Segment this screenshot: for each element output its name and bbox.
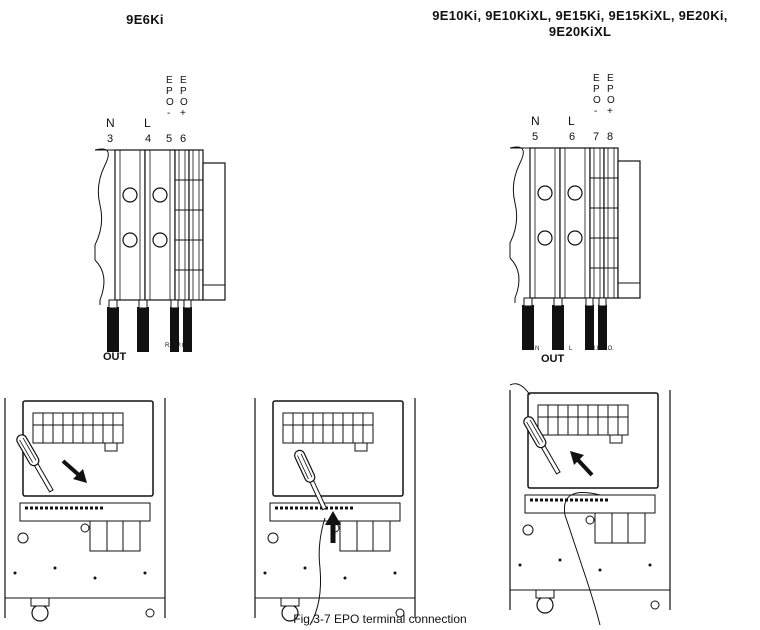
out-label: OUT xyxy=(103,351,127,363)
plug-label-l: L xyxy=(143,343,147,349)
terminal-number: 8 xyxy=(607,131,613,143)
terminal-number: 5 xyxy=(166,133,172,145)
terminal-number: 5 xyxy=(532,131,538,143)
arrow-icon xyxy=(570,451,594,477)
figure-caption: Fig.3-7 EPO terminal connection xyxy=(293,612,467,626)
terminal-letter: N xyxy=(106,116,115,130)
terminal-letter: L xyxy=(568,114,575,128)
terminal-number: 6 xyxy=(180,133,186,145)
out-label: OUT xyxy=(541,353,565,365)
plug-label-n: N xyxy=(110,343,114,349)
terminal-number: 3 xyxy=(107,133,113,145)
terminal-number: 6 xyxy=(569,131,575,143)
plug-label-l: L xyxy=(569,346,573,352)
plug-label-repo: R.E.P.O. xyxy=(165,343,188,349)
arrow-icon xyxy=(61,459,87,483)
model-title-right: 9E10Ki, 9E10KiXL, 9E15Ki, 9E15KiXL, 9E20… xyxy=(432,8,728,39)
plug-label-repo: R.E.P.O. xyxy=(591,346,614,352)
ups-step-3 xyxy=(508,383,672,626)
ups-step-1 xyxy=(3,396,167,623)
terminal-block-right xyxy=(509,146,641,351)
model-title-left: 9E6Ki xyxy=(126,12,164,27)
terminal-letter: N xyxy=(531,114,540,128)
arrow-icon xyxy=(325,511,341,543)
plug-label-n: N xyxy=(535,346,539,352)
terminal-block-left xyxy=(94,148,226,353)
terminal-number: 7 xyxy=(593,131,599,143)
terminal-letter: L xyxy=(144,116,151,130)
terminal-number: 4 xyxy=(145,133,151,145)
ups-step-2 xyxy=(253,396,417,626)
